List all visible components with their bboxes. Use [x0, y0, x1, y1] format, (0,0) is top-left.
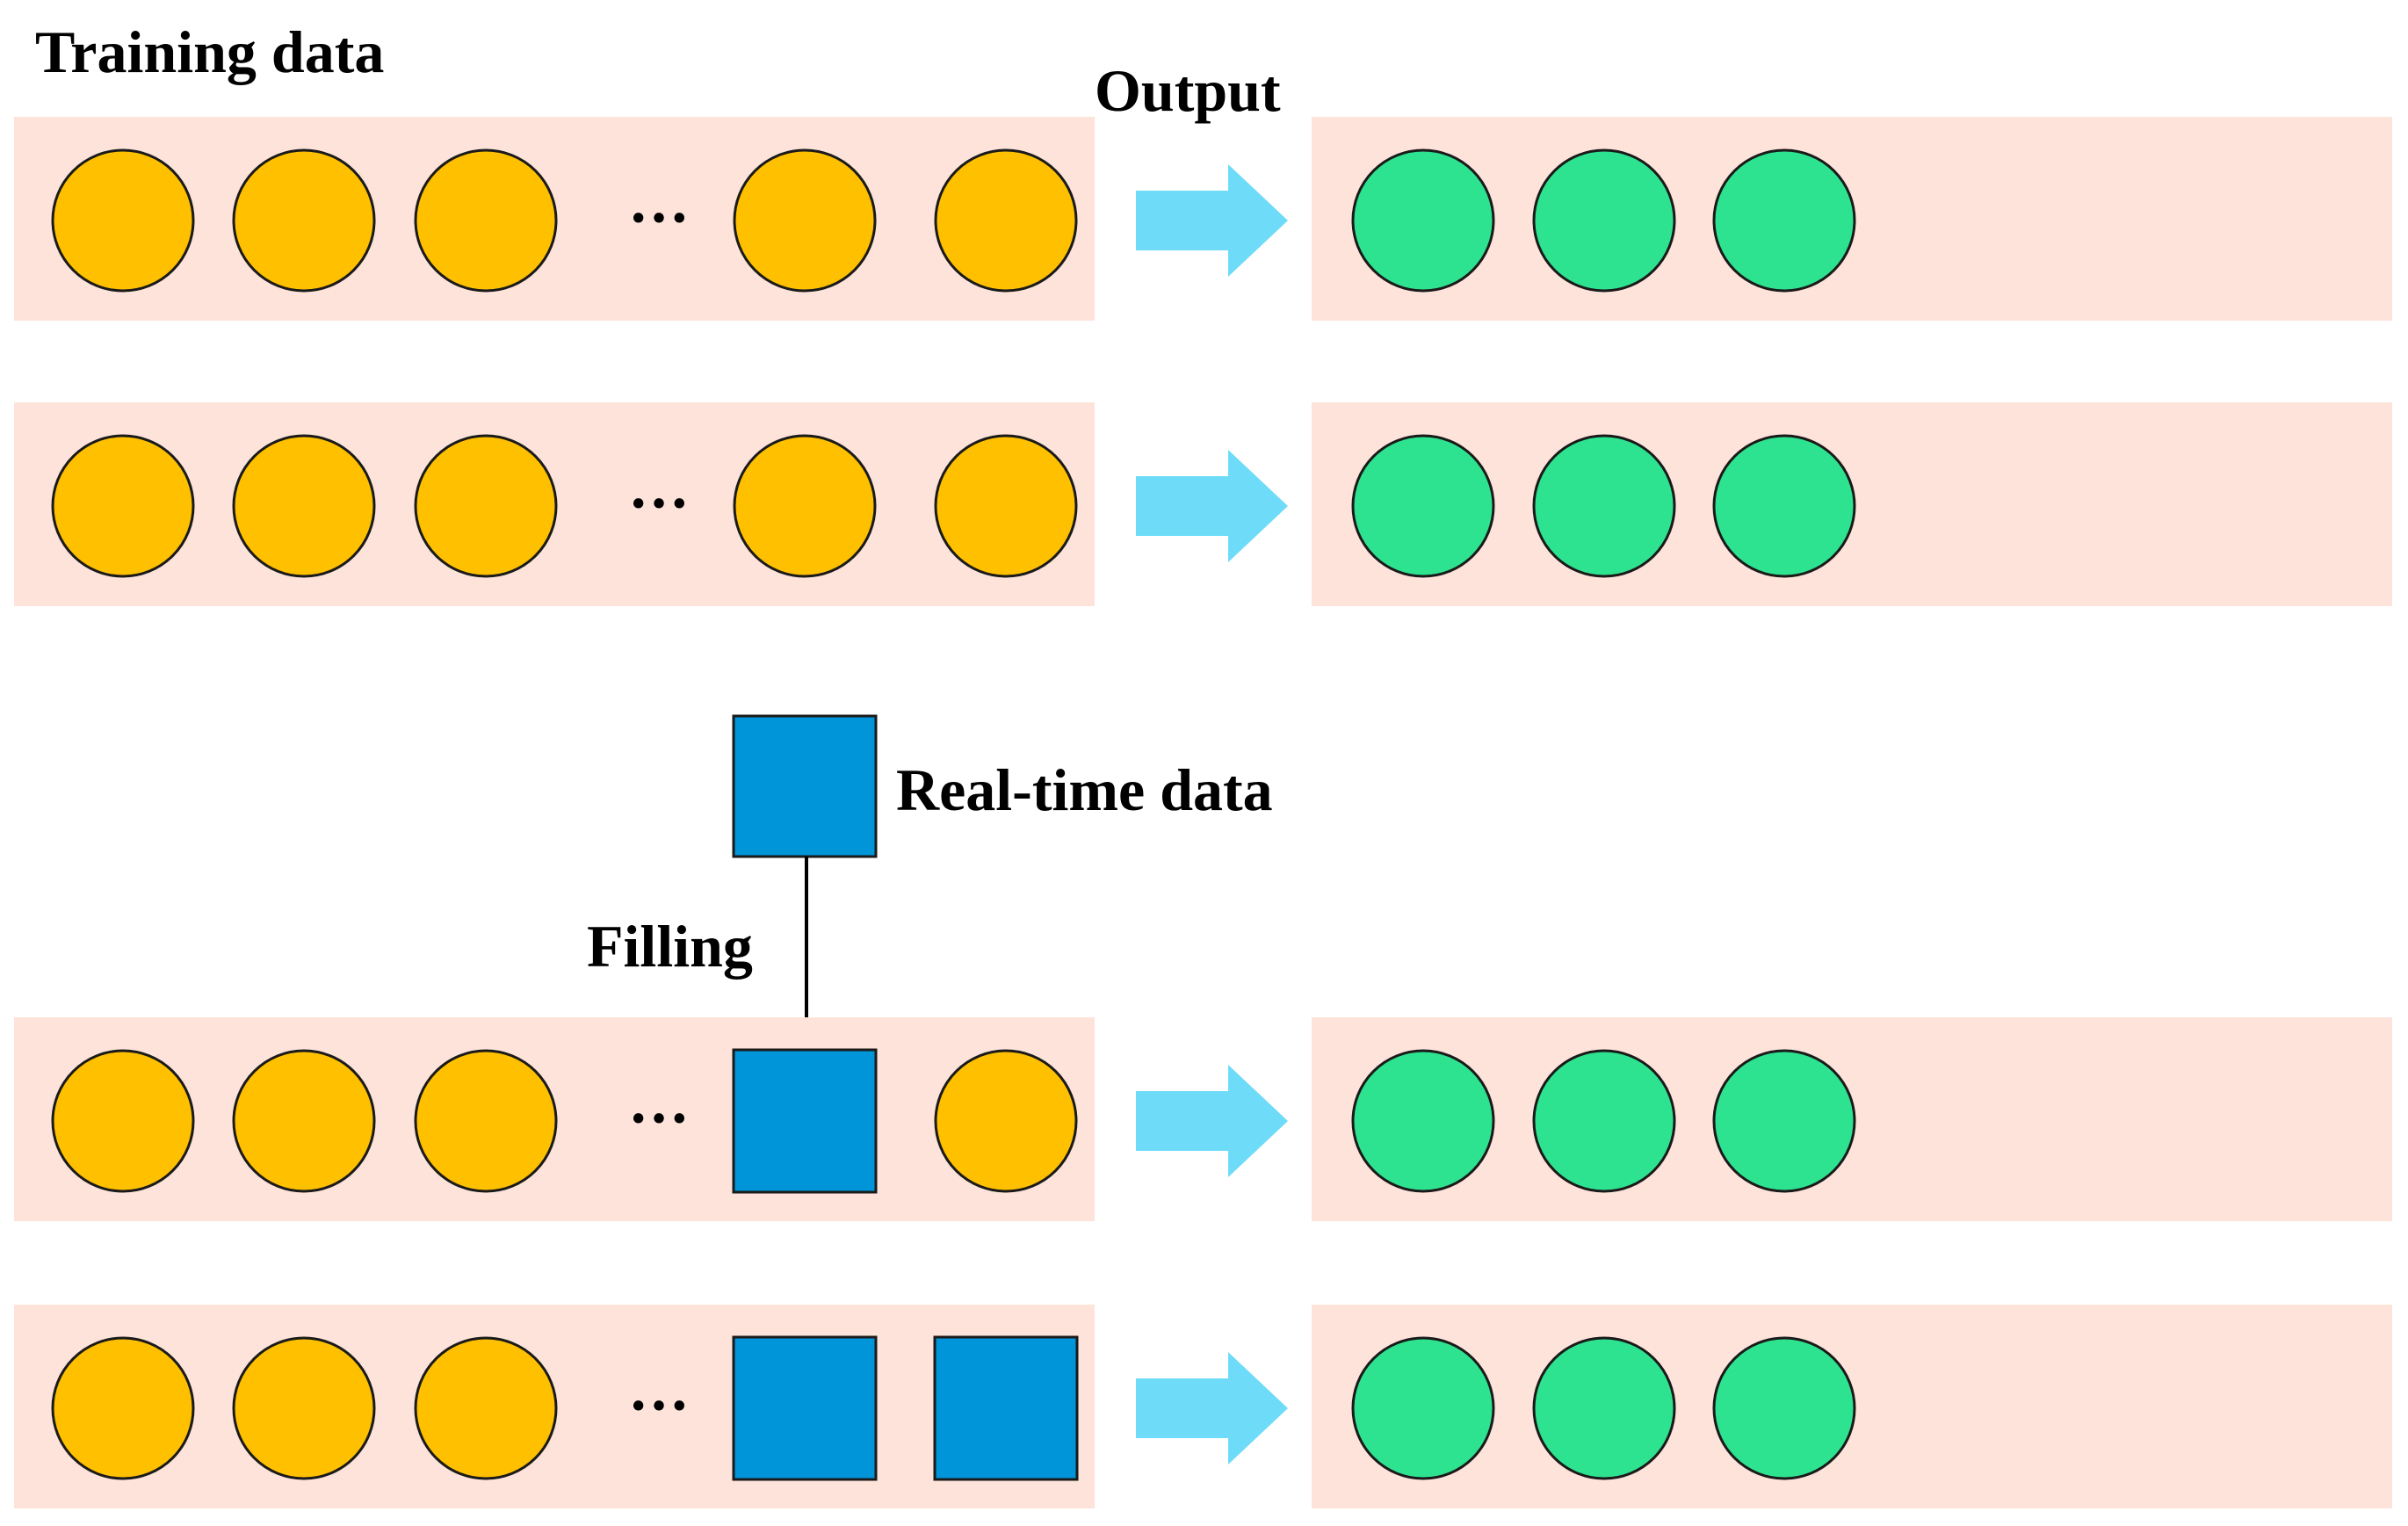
training-data-circle: [934, 434, 1078, 578]
training-data-circle: [232, 148, 376, 293]
output-circle: [1712, 1049, 1856, 1193]
training-data-circle: [232, 1049, 376, 1193]
output-circle: [1712, 434, 1856, 578]
output-circle: [1712, 1336, 1856, 1480]
output-circle: [1351, 434, 1495, 578]
real-time-data-square: [732, 1335, 878, 1481]
training-data-circle: [414, 148, 558, 293]
ellipsis: ···: [628, 1372, 690, 1440]
training-data-circle: [733, 434, 877, 578]
window-row: ···: [14, 1305, 2392, 1508]
real-time-data-square: [933, 1335, 1079, 1481]
output-circle: [1351, 148, 1495, 293]
block-arrow: [1136, 450, 1288, 562]
training-data-circle: [51, 1049, 195, 1193]
training-data-circle: [232, 1336, 376, 1480]
training-data-circle: [934, 1049, 1078, 1193]
training-data-circle: [414, 1336, 558, 1480]
training-data-label: Training data: [35, 18, 384, 85]
output-circle: [1532, 1336, 1676, 1480]
training-data-circle: [51, 1336, 195, 1480]
training-data-circle: [414, 434, 558, 578]
training-data-circle: [934, 148, 1078, 293]
ellipsis: ···: [628, 1085, 690, 1153]
output-circle: [1532, 434, 1676, 578]
filling-label: Filling: [587, 913, 753, 980]
ellipsis: ···: [628, 470, 690, 538]
window-rows: ··· ··· ··· ···: [14, 117, 2392, 1508]
window-row: ···: [14, 1017, 2392, 1221]
output-circle: [1351, 1049, 1495, 1193]
output-label: Output: [1095, 57, 1281, 124]
window-row: ···: [14, 117, 2392, 321]
real-time-data-label: Real-time data: [896, 756, 1273, 823]
training-data-circle: [733, 148, 877, 293]
output-circle: [1712, 148, 1856, 293]
block-arrow: [1136, 1065, 1288, 1177]
training-data-circle: [51, 434, 195, 578]
training-data-circle: [51, 148, 195, 293]
output-circle: [1351, 1336, 1495, 1480]
output-circle: [1532, 148, 1676, 293]
block-arrow: [1136, 164, 1288, 277]
block-arrow: [1136, 1352, 1288, 1465]
training-data-circle: [232, 434, 376, 578]
real-time-data-square: [732, 1048, 878, 1194]
training-data-circle: [414, 1049, 558, 1193]
window-row: ···: [14, 402, 2392, 606]
real-time-data-square: [732, 714, 878, 858]
output-circle: [1532, 1049, 1676, 1193]
ellipsis: ···: [628, 184, 690, 252]
